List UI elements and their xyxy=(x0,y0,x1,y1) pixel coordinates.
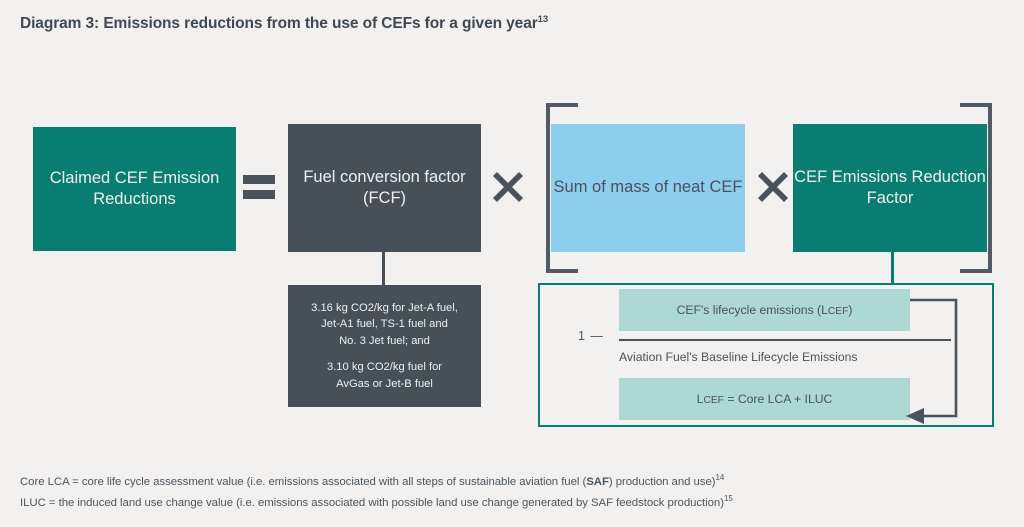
footnote-core-lca-marker: 14 xyxy=(715,473,725,482)
formula-numerator-box: CEF's lifecycle emissions (LCEF) xyxy=(619,289,910,331)
box-claimed-label: Claimed CEF Emission Reductions xyxy=(49,168,220,208)
fuel-values-line-3: No. 3 Jet fuel; and xyxy=(339,334,430,347)
multiply-icon-1 xyxy=(493,172,523,202)
bracket-left-bottom-arm xyxy=(546,269,578,273)
box-claimed-cef-emission-reductions: Claimed CEF Emission Reductions xyxy=(33,127,236,251)
formula-fraction-bar xyxy=(619,339,951,341)
footnote-core-lca-post: ) production and use) xyxy=(608,475,716,488)
box-cef-emissions-reduction-factor: CEF Emissions Reduction Factor xyxy=(793,124,987,252)
bracket-right-stem xyxy=(988,103,992,273)
bracket-right-bottom-arm xyxy=(960,269,992,273)
page-title-text: Diagram 3: Emissions reductions from the… xyxy=(20,15,538,33)
connector-fcf-to-fuel-values xyxy=(382,252,385,286)
bracket-right xyxy=(960,103,992,273)
multiply-icon-2 xyxy=(758,172,788,202)
multiply-operator-1 xyxy=(489,168,527,206)
box-fuel-values-text: 3.16 kg CO2/kg for Jet-A fuel, Jet-A1 fu… xyxy=(311,300,458,393)
fuel-values-line-5: AvGas or Jet-B fuel xyxy=(336,377,433,390)
formula-lcef-definition-box: LCEF = Core LCA + ILUC xyxy=(619,378,910,420)
multiply-operator-2 xyxy=(754,168,792,206)
formula-numerator-main: CEF's lifecycle emissions (L xyxy=(676,303,828,317)
connector-cef-to-formula xyxy=(891,252,894,284)
bracket-left-top-arm xyxy=(546,103,578,107)
page-title-footnote-marker: 13 xyxy=(537,14,549,25)
formula-lcef-main-post: = Core LCA + ILUC xyxy=(723,392,833,406)
footnote-core-lca-bold: SAF xyxy=(586,475,609,488)
footnote-iluc-text: ILUC = the induced land use change value… xyxy=(20,496,724,509)
equals-bar-bottom xyxy=(243,190,275,199)
formula-lcef-main-pre: L xyxy=(696,392,704,406)
fuel-values-line-4: 3.10 kg CO2/kg fuel for xyxy=(326,361,443,374)
formula-lcef-subscript: CEF xyxy=(703,395,724,406)
bracket-left xyxy=(546,103,578,273)
footnote-iluc-marker: 15 xyxy=(723,494,733,503)
fuel-values-spacer xyxy=(311,349,458,359)
formula-denominator-label: Aviation Fuel's Baseline Lifecycle Emiss… xyxy=(619,350,858,364)
arrow-numerator-to-lcef xyxy=(906,298,958,424)
bracket-right-top-arm xyxy=(960,103,992,107)
equals-bar-top xyxy=(243,175,275,184)
box-sum-label: Sum of mass of neat CEF xyxy=(553,178,743,197)
box-sum-of-mass-of-neat-cef: Sum of mass of neat CEF xyxy=(551,124,745,252)
footnote-core-lca-pre: Core LCA = core life cycle assessment va… xyxy=(20,475,587,488)
formula-minus-one: 1 — xyxy=(578,329,604,343)
fuel-values-line-1: 3.16 kg CO2/kg for Jet-A fuel, xyxy=(311,301,458,314)
box-cef-erf-label: CEF Emissions Reduction Factor xyxy=(794,167,986,207)
formula-lcef-text: LCEF = Core LCA + ILUC xyxy=(697,392,833,406)
formula-numerator-text: CEF's lifecycle emissions (LCEF) xyxy=(677,303,853,317)
box-fuel-conversion-values: 3.16 kg CO2/kg for Jet-A fuel, Jet-A1 fu… xyxy=(288,285,481,407)
box-fuel-conversion-factor: Fuel conversion factor (FCF) xyxy=(288,124,481,252)
page-title: Diagram 3: Emissions reductions from the… xyxy=(20,14,548,33)
footnote-iluc: ILUC = the induced land use change value… xyxy=(20,494,733,509)
bracket-left-stem xyxy=(546,103,550,273)
fuel-values-line-2: Jet-A1 fuel, TS-1 fuel and xyxy=(321,318,448,331)
footnote-core-lca: Core LCA = core life cycle assessment va… xyxy=(20,473,724,488)
formula-numerator-subscript: CEF xyxy=(827,306,849,317)
box-fcf-label: Fuel conversion factor (FCF) xyxy=(303,167,466,207)
equals-operator xyxy=(243,170,275,204)
formula-numerator-tail: ) xyxy=(848,303,853,317)
